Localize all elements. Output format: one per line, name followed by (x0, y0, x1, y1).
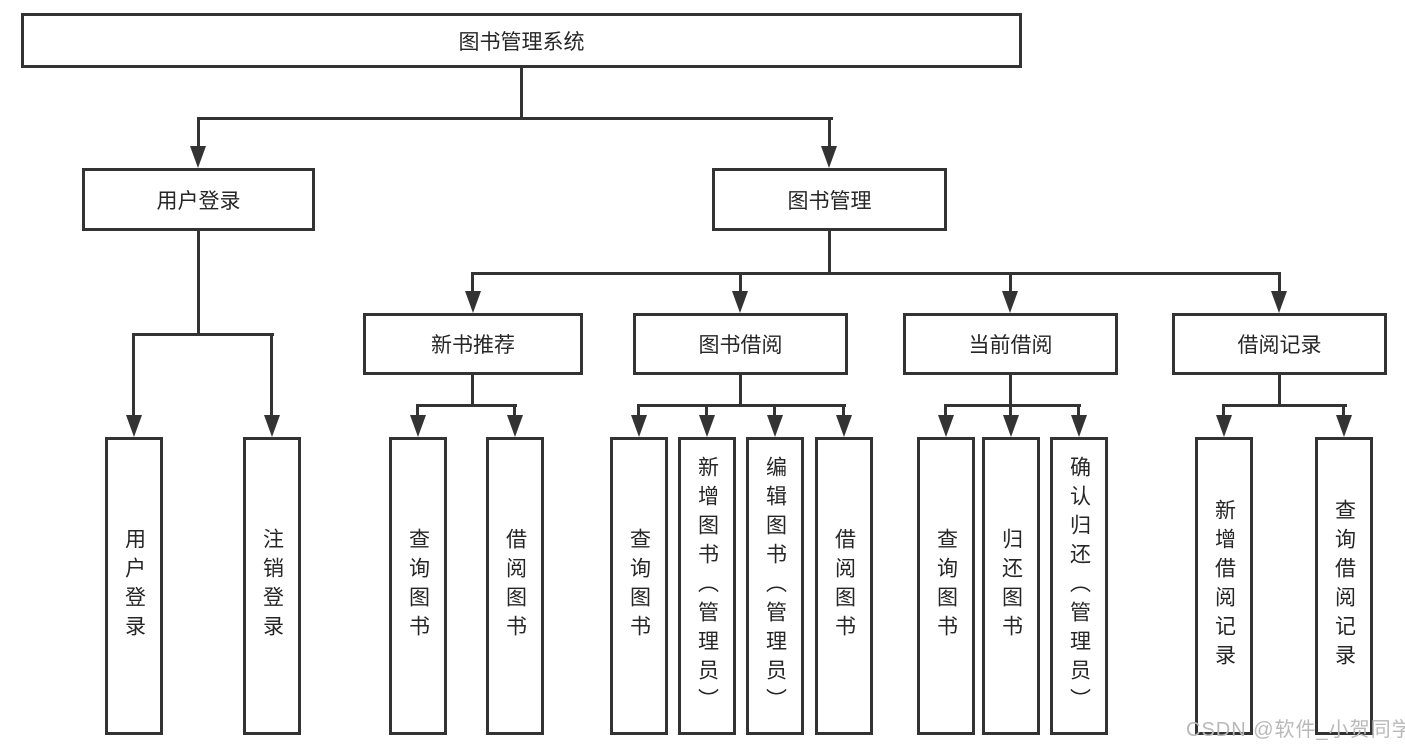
leaf-label: 注销登录 (260, 528, 284, 644)
csdn-watermark: CSDN @软件_小贺同学 (1186, 719, 1405, 741)
connector-line (416, 404, 517, 407)
leaf-label: 查询图书 (934, 528, 958, 644)
node-book-borrowing: 图书借阅 (633, 313, 848, 375)
node-label: 当前借阅 (968, 334, 1053, 357)
connector-line (637, 404, 640, 417)
connector-line (416, 404, 419, 417)
arrowhead (699, 415, 715, 437)
node-current-borrowing: 当前借阅 (903, 313, 1118, 375)
leaf-borrow-book-recommend: 借阅图书 (486, 437, 544, 735)
arrowhead (1271, 291, 1287, 313)
arrowhead (732, 291, 748, 313)
arrowhead (507, 415, 523, 437)
leaf-logout: 注销登录 (243, 437, 301, 735)
arrowhead (264, 415, 280, 437)
connector-line (944, 404, 947, 417)
leaf-user-login: 用户登录 (105, 437, 163, 735)
connector-line (944, 404, 1081, 407)
connector-line (270, 333, 273, 417)
node-label: 图书借阅 (698, 334, 783, 357)
connector-line (1009, 404, 1012, 417)
leaf-return-book: 归还图书 (982, 437, 1040, 735)
leaf-label: 查询图书 (627, 528, 651, 644)
node-label: 用户登录 (156, 189, 241, 213)
connector-line (520, 66, 523, 119)
connector-line (197, 117, 200, 148)
node-label: 图书管理 (787, 189, 872, 213)
connector-line (197, 230, 200, 336)
connector-line (1342, 404, 1345, 417)
connector-line (705, 404, 708, 417)
arrowhead (836, 415, 852, 437)
connector-line (1009, 372, 1012, 407)
leaf-query-book-current: 查询图书 (917, 437, 975, 735)
connector-line (197, 117, 833, 120)
arrowhead (1003, 415, 1019, 437)
leaf-edit-book-admin: 编辑图书（管理员） (746, 437, 804, 735)
arrowhead (767, 415, 783, 437)
leaf-label: 新增图书（管理员） (695, 455, 719, 717)
connector-line (1222, 404, 1225, 417)
connector-line (828, 230, 831, 275)
connector-line (1222, 404, 1347, 407)
connector-line (471, 272, 474, 293)
connector-line (471, 372, 474, 407)
connector-line (1009, 272, 1012, 293)
connector-line (828, 117, 831, 148)
leaf-label: 用户登录 (122, 528, 146, 644)
leaf-query-borrow-record: 查询借阅记录 (1315, 437, 1373, 735)
connector-line (132, 333, 135, 417)
connector-line (1278, 372, 1281, 407)
node-user-login: 用户登录 (82, 168, 315, 231)
leaf-label: 新增借阅记录 (1212, 499, 1236, 673)
connector-line (1278, 272, 1281, 293)
leaf-label: 编辑图书（管理员） (763, 455, 787, 717)
leaf-borrow-book: 借阅图书 (815, 437, 873, 735)
node-book-management: 图书管理 (712, 168, 947, 231)
connector-line (1077, 404, 1080, 417)
leaf-label: 借阅图书 (503, 528, 527, 644)
arrowhead (1216, 415, 1232, 437)
leaf-label: 借阅图书 (832, 528, 856, 644)
node-library-management-system: 图书管理系统 (21, 13, 1022, 68)
arrowhead (1336, 415, 1352, 437)
arrowhead (126, 415, 142, 437)
connector-line (842, 404, 845, 417)
node-label: 借阅记录 (1237, 334, 1322, 357)
connector-line (471, 272, 1281, 275)
leaf-label: 归还图书 (999, 528, 1023, 644)
connector-line (739, 272, 742, 293)
arrowhead (410, 415, 426, 437)
arrowhead (821, 146, 837, 168)
leaf-query-book-borrowing: 查询图书 (610, 437, 668, 735)
arrowhead (190, 146, 206, 168)
arrowhead (1002, 291, 1018, 313)
connector-line (513, 404, 516, 417)
arrowhead (465, 291, 481, 313)
leaf-label: 查询图书 (406, 528, 430, 644)
node-label: 图书管理系统 (458, 30, 585, 54)
connector-line (739, 372, 742, 407)
arrowhead (631, 415, 647, 437)
connector-line (773, 404, 776, 417)
connector-line (132, 333, 274, 336)
node-borrowing-records: 借阅记录 (1172, 313, 1387, 375)
leaf-add-book-admin: 新增图书（管理员） (678, 437, 736, 735)
leaf-label: 查询借阅记录 (1332, 499, 1356, 673)
leaf-confirm-return-admin: 确认归还（管理员） (1050, 437, 1108, 735)
node-label: 新书推荐 (431, 334, 515, 357)
leaf-query-book-recommend: 查询图书 (389, 437, 447, 735)
leaf-add-borrow-record: 新增借阅记录 (1195, 437, 1253, 735)
node-new-book-recommendation: 新书推荐 (363, 313, 583, 375)
connector-line (637, 404, 846, 407)
arrowhead (1071, 415, 1087, 437)
arrowhead (938, 415, 954, 437)
leaf-label: 确认归还（管理员） (1067, 455, 1091, 717)
